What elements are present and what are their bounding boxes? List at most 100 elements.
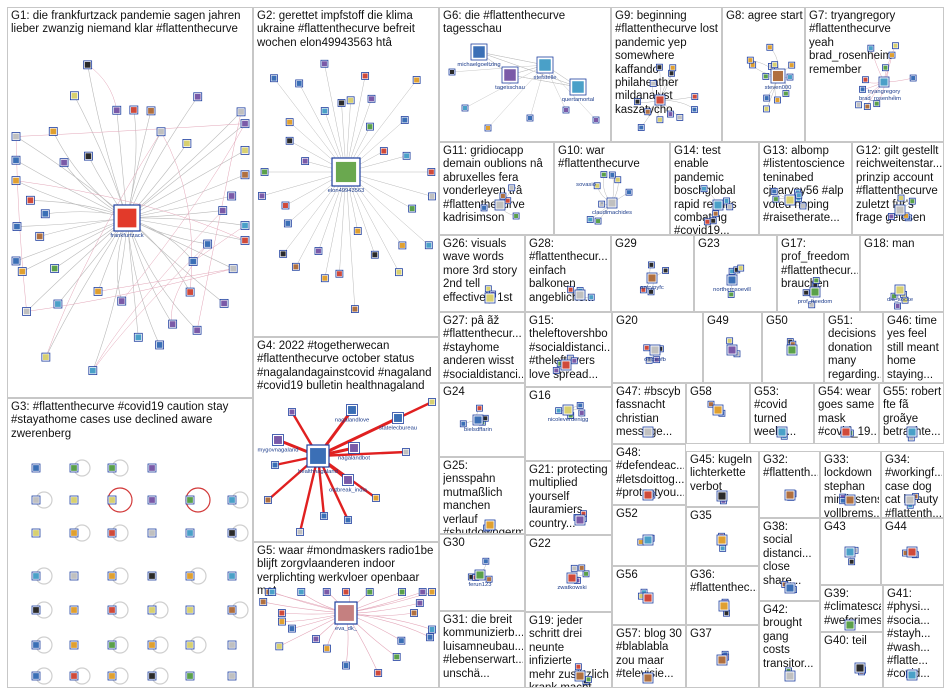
- graph-node[interactable]: [147, 640, 157, 650]
- cluster-hub-node[interactable]: [904, 494, 916, 506]
- graph-node[interactable]: [863, 103, 871, 110]
- graph-node[interactable]: [301, 157, 310, 165]
- node-nicoleverdenigg[interactable]: [562, 404, 574, 416]
- graph-node[interactable]: [69, 671, 79, 681]
- graph-node[interactable]: [312, 635, 320, 643]
- graph-node[interactable]: [410, 609, 418, 617]
- graph-node[interactable]: [892, 42, 899, 50]
- node-statelecbureau[interactable]: [392, 412, 404, 424]
- graph-node[interactable]: [598, 200, 606, 208]
- graph-node[interactable]: [647, 261, 655, 269]
- graph-node[interactable]: [512, 212, 520, 220]
- graph-node[interactable]: [902, 212, 910, 220]
- graph-node[interactable]: [639, 286, 647, 294]
- node-zwatkowski[interactable]: [566, 572, 578, 584]
- graph-node[interactable]: [291, 262, 300, 271]
- graph-node[interactable]: [296, 528, 304, 536]
- graph-node[interactable]: [746, 56, 754, 64]
- cluster-hub-node[interactable]: [712, 404, 724, 416]
- graph-node[interactable]: [320, 274, 329, 283]
- graph-node[interactable]: [763, 105, 770, 113]
- graph-node[interactable]: [31, 671, 41, 681]
- graph-node[interactable]: [782, 90, 790, 97]
- graph-node[interactable]: [259, 598, 268, 606]
- graph-node[interactable]: [766, 43, 774, 51]
- graph-node[interactable]: [283, 219, 292, 228]
- graph-node[interactable]: [908, 197, 916, 205]
- cluster-hub-node[interactable]: [906, 426, 918, 438]
- graph-node[interactable]: [608, 171, 616, 179]
- graph-node[interactable]: [570, 564, 578, 572]
- cluster-hub-node[interactable]: [854, 662, 866, 674]
- node-officeofb[interactable]: [649, 344, 661, 356]
- node-antrypyfc[interactable]: [646, 272, 658, 284]
- graph-node[interactable]: [867, 44, 875, 52]
- graph-node[interactable]: [260, 168, 269, 176]
- graph-node[interactable]: [107, 671, 117, 681]
- graph-node[interactable]: [236, 107, 246, 117]
- graph-node[interactable]: [562, 106, 570, 114]
- graph-node[interactable]: [337, 99, 346, 107]
- node-steven000[interactable]: [770, 68, 786, 84]
- graph-node[interactable]: [227, 528, 237, 538]
- graph-node[interactable]: [322, 588, 331, 596]
- graph-node[interactable]: [676, 114, 684, 121]
- graph-node[interactable]: [379, 147, 388, 155]
- graph-node[interactable]: [691, 106, 698, 113]
- graph-node[interactable]: [11, 155, 21, 165]
- graph-node[interactable]: [594, 217, 602, 225]
- cluster-hub-node[interactable]: [786, 344, 798, 356]
- cluster-hub-node[interactable]: [906, 546, 918, 558]
- graph-node[interactable]: [587, 293, 595, 301]
- graph-node[interactable]: [193, 92, 203, 102]
- graph-node[interactable]: [448, 68, 456, 76]
- graph-node[interactable]: [288, 408, 296, 416]
- cluster-hub-node[interactable]: [642, 534, 654, 546]
- graph-node[interactable]: [427, 168, 436, 176]
- graph-node[interactable]: [279, 249, 288, 258]
- graph-node[interactable]: [277, 609, 286, 617]
- graph-node[interactable]: [459, 420, 467, 428]
- graph-node[interactable]: [297, 588, 306, 596]
- graph-node[interactable]: [366, 122, 374, 131]
- graph-node[interactable]: [482, 557, 490, 565]
- graph-node[interactable]: [31, 640, 41, 650]
- graph-node[interactable]: [614, 176, 622, 184]
- graph-node[interactable]: [59, 158, 69, 168]
- graph-node[interactable]: [258, 191, 266, 200]
- graph-node[interactable]: [649, 80, 657, 87]
- graph-node[interactable]: [476, 404, 483, 412]
- graph-node[interactable]: [400, 116, 409, 124]
- graph-node[interactable]: [227, 671, 237, 681]
- graph-node[interactable]: [185, 671, 195, 681]
- graph-node[interactable]: [653, 356, 661, 364]
- cluster-hub-node[interactable]: [784, 670, 796, 682]
- graph-node[interactable]: [485, 575, 493, 583]
- graph-node[interactable]: [240, 119, 250, 129]
- graph-node[interactable]: [361, 72, 370, 80]
- cluster-hub-node[interactable]: [716, 654, 728, 666]
- graph-node[interactable]: [155, 340, 165, 350]
- cluster-hub-node[interactable]: [574, 514, 586, 526]
- graph-node[interactable]: [147, 463, 157, 473]
- node-nagalandbot[interactable]: [348, 442, 360, 454]
- graph-node[interactable]: [461, 104, 469, 112]
- graph-node[interactable]: [107, 528, 117, 538]
- cluster-hub-node[interactable]: [844, 494, 856, 506]
- graph-node[interactable]: [320, 107, 329, 115]
- graph-node[interactable]: [862, 76, 869, 84]
- graph-node[interactable]: [31, 571, 41, 581]
- graph-node[interactable]: [185, 495, 195, 505]
- graph-node[interactable]: [314, 247, 323, 255]
- cluster-hub-node[interactable]: [642, 672, 654, 684]
- graph-node[interactable]: [656, 116, 664, 124]
- graph-node[interactable]: [799, 202, 807, 210]
- graph-node[interactable]: [295, 79, 304, 88]
- graph-node[interactable]: [897, 194, 905, 202]
- graph-node[interactable]: [185, 605, 195, 615]
- graph-node[interactable]: [424, 241, 433, 250]
- graph-node[interactable]: [31, 605, 41, 615]
- graph-node[interactable]: [147, 671, 157, 681]
- node-prof-freedom[interactable]: [809, 286, 821, 298]
- graph-node[interactable]: [499, 192, 507, 200]
